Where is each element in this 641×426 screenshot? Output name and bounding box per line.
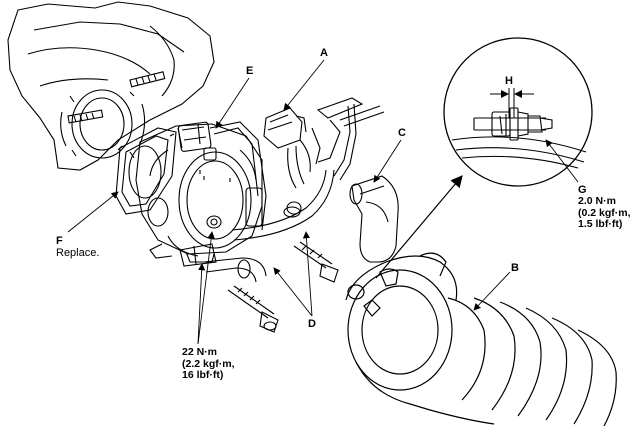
callout-b: B — [511, 262, 519, 274]
callout-g-group: G 2.0 N·m (0.2 kgf·m, 1.5 lbf·ft) — [578, 184, 631, 231]
callout-leaders — [67, 59, 579, 345]
callout-e: E — [246, 65, 254, 77]
gasket — [115, 127, 177, 215]
gasket-replace-note: Replace. — [56, 247, 100, 259]
callout-h: H — [505, 75, 513, 87]
bolt-torque-lbfft: 16 lbf·ft) — [182, 369, 224, 381]
inset-pointer — [375, 175, 463, 279]
bolt-torque-nm: 22 N·m — [182, 346, 218, 358]
callout-f-group: F Replace. — [56, 235, 99, 259]
bolt-torque-spec: 22 N·m (2.2 kgf·m, 16 lbf·ft) — [182, 346, 235, 382]
throttle-body — [135, 121, 263, 263]
callout-f: F — [56, 235, 63, 247]
hose-lines — [311, 97, 385, 181]
clamp-torque-kgfm: (0.2 kgf·m, — [578, 206, 631, 219]
callout-g: G — [578, 184, 587, 196]
dimension-h-marks — [490, 88, 534, 118]
clamp-detail-parts — [451, 107, 587, 169]
clamp-torque-spec: 2.0 N·m (0.2 kgf·m, 1.5 lbf·ft) — [578, 195, 631, 231]
callout-a: A — [320, 47, 328, 59]
clamp-detail-inset — [443, 37, 593, 187]
connector-a — [263, 107, 311, 189]
coolant-hoses-d — [179, 169, 335, 283]
manifold-studs — [67, 71, 166, 124]
elbow-hose-c — [349, 175, 399, 263]
intake-manifold — [7, 1, 215, 171]
mounting-bolts — [227, 201, 339, 333]
clamp-torque-nm: 2.0 N·m — [578, 195, 616, 207]
bolt-torque-kgfm: (2.2 kgf·m, — [182, 357, 235, 370]
throttle-seal — [209, 121, 267, 231]
callout-c: C — [398, 127, 406, 139]
clamp-torque-lbfft: 1.5 lbf·ft) — [578, 218, 623, 230]
callout-d: D — [308, 318, 316, 330]
air-duct-b — [345, 252, 617, 426]
